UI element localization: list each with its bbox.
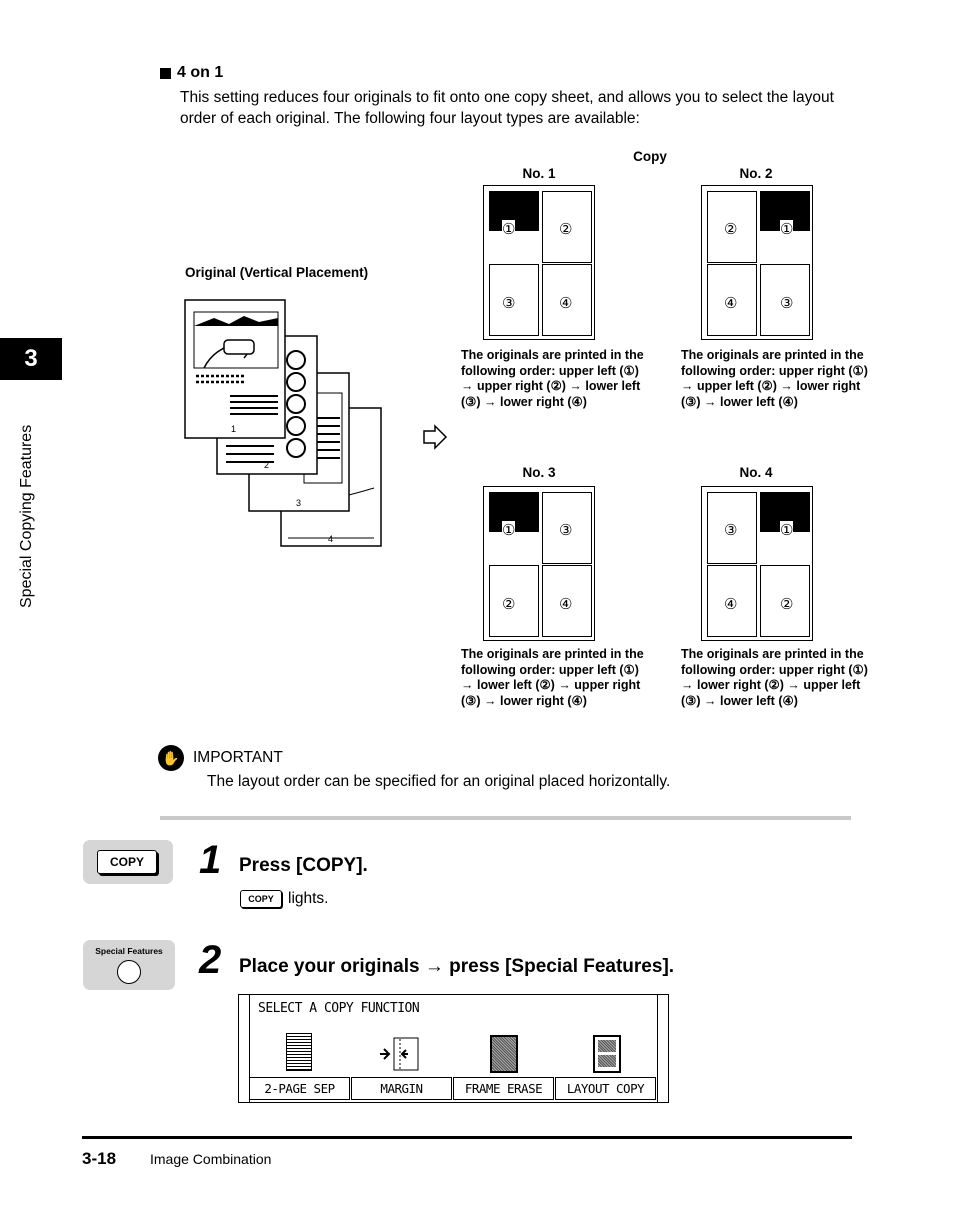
copy-key-illustration: COPY	[83, 840, 173, 884]
layout-label: No. 4	[739, 465, 773, 480]
step-title: Place your originals → press [Special Fe…	[239, 956, 675, 977]
section-heading-text: 4 on 1	[177, 64, 224, 81]
order-marker: ④	[559, 595, 573, 613]
original-stack: 1 2 3 4	[184, 298, 384, 550]
step-sub: COPY lights.	[240, 890, 329, 908]
margin-icon	[378, 1037, 420, 1076]
layout-description: The originals are printed in the followi…	[461, 348, 644, 409]
layout-description: The originals are printed in the followi…	[681, 647, 868, 708]
touch-panel-screen: SELECT A COPY FUNCTION 2-PAGE SEP MARGIN…	[238, 994, 669, 1103]
order-marker: ④	[724, 595, 738, 613]
chapter-tab: 3	[0, 338, 62, 380]
order-marker: ①	[502, 220, 516, 238]
layout-label: No. 2	[739, 166, 773, 181]
footer-rule	[82, 1136, 852, 1139]
page-number: 3-18	[82, 1149, 117, 1168]
special-features-key-illustration: Special Features	[83, 940, 175, 990]
layout-description: The originals are printed in the followi…	[461, 647, 644, 708]
special-features-key-label: Special Features	[95, 946, 163, 956]
original-stack-illustration	[184, 299, 382, 547]
order-marker: ④	[724, 294, 738, 312]
step-number: 1	[199, 838, 222, 882]
order-marker: ②	[502, 595, 516, 613]
order-marker: ②	[559, 220, 573, 238]
order-marker: ②	[780, 595, 794, 613]
screen-title: SELECT A COPY FUNCTION	[258, 1001, 420, 1016]
layout-label: No. 3	[522, 465, 556, 480]
layout-description: The originals are printed in the followi…	[681, 348, 868, 409]
original-page-number: 1	[231, 424, 237, 434]
divider	[160, 816, 851, 820]
original-label: Original (Vertical Placement)	[185, 265, 369, 280]
step-sub-text: lights.	[288, 890, 329, 907]
order-marker: ③	[559, 521, 573, 539]
important-text: The layout order can be specified for an…	[207, 773, 671, 790]
order-marker: ④	[559, 294, 573, 312]
layout-thumbnail: ② ① ④ ③	[701, 185, 813, 340]
important-label: IMPORTANT	[193, 749, 283, 766]
layout-copy-button[interactable]: LAYOUT COPY	[555, 1077, 656, 1100]
layout-copy-icon	[593, 1035, 621, 1073]
layout-thumbnail: ① ③ ② ④	[483, 486, 595, 641]
order-marker: ①	[780, 521, 794, 539]
layout-label: No. 1	[522, 166, 556, 181]
margin-button[interactable]: MARGIN	[351, 1077, 452, 1100]
two-page-sep-button[interactable]: 2-PAGE SEP	[249, 1077, 350, 1100]
special-features-button[interactable]	[117, 960, 141, 984]
hand-stop-icon: ✋	[158, 745, 184, 771]
arrow-right-icon	[422, 424, 448, 455]
layout-thumbnail: ① ② ③ ④	[483, 185, 595, 340]
layout-thumbnail: ③ ① ④ ②	[701, 486, 813, 641]
order-marker: ①	[502, 521, 516, 539]
order-marker: ③	[724, 521, 738, 539]
original-page-number: 2	[264, 460, 270, 470]
copy-key-inline: COPY	[240, 890, 282, 908]
copy-button[interactable]: COPY	[97, 850, 157, 874]
two-page-sep-icon	[286, 1033, 312, 1071]
step-title: Press [COPY].	[239, 855, 368, 876]
chapter-title-vertical: Special Copying Features	[18, 424, 35, 608]
section-heading: 4 on 1	[160, 64, 223, 82]
order-marker: ①	[780, 220, 794, 238]
square-bullet-icon	[160, 67, 171, 79]
frame-erase-button[interactable]: FRAME ERASE	[453, 1077, 554, 1100]
step-number: 2	[199, 938, 222, 982]
original-page-number: 3	[296, 498, 302, 508]
section-body: This setting reduces four originals to f…	[180, 89, 834, 127]
order-marker: ③	[780, 294, 794, 312]
order-marker: ③	[502, 294, 516, 312]
frame-erase-icon	[490, 1035, 518, 1073]
order-marker: ②	[724, 220, 738, 238]
original-page-number: 4	[328, 534, 334, 544]
footer-section-title: Image Combination	[150, 1151, 272, 1167]
copy-label: Copy	[633, 149, 667, 164]
